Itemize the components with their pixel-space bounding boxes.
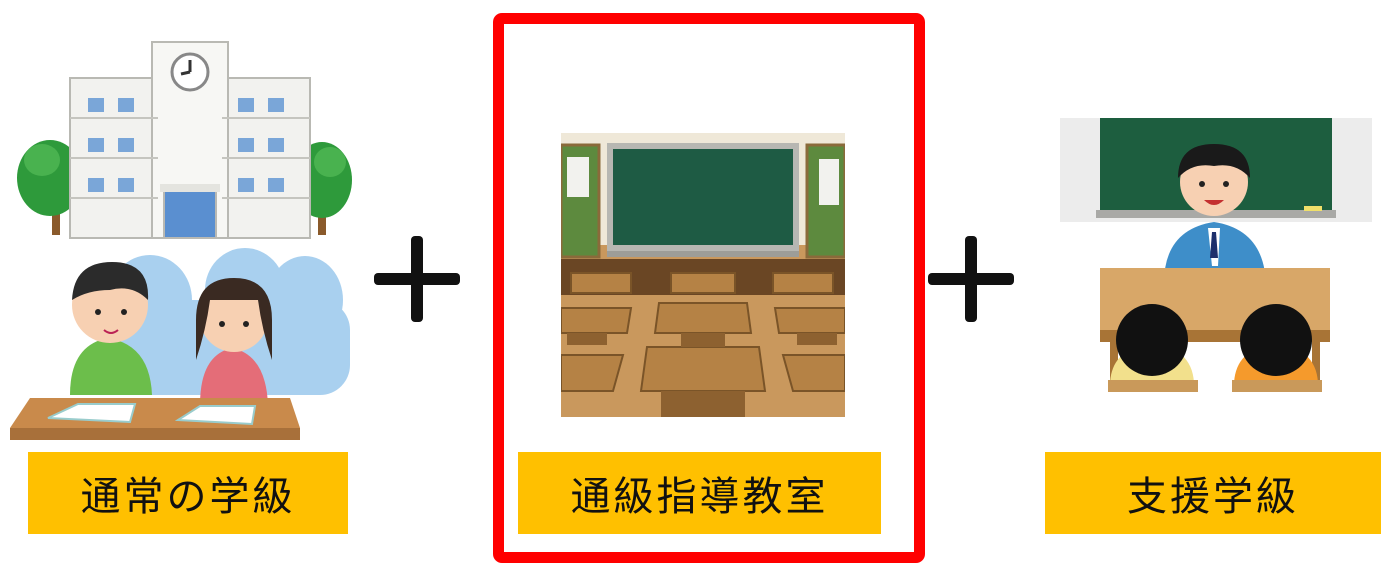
special-support-class-label: 支援学級 (1045, 452, 1381, 534)
plus-icon (374, 236, 460, 322)
school-students-illustration (0, 0, 370, 450)
tree-left-icon (17, 140, 83, 235)
boy-student-icon (70, 262, 152, 395)
student-icon (1110, 304, 1194, 383)
student-icon (1234, 304, 1318, 383)
girl-student-icon (196, 278, 272, 405)
classroom-illustration (559, 133, 847, 417)
plus-icon (928, 236, 1014, 322)
support-class-illustration (1060, 118, 1372, 400)
resource-room-label: 通級指導教室 (518, 452, 881, 534)
clock-icon (170, 52, 210, 92)
regular-class-label: 通常の学級 (28, 452, 348, 534)
